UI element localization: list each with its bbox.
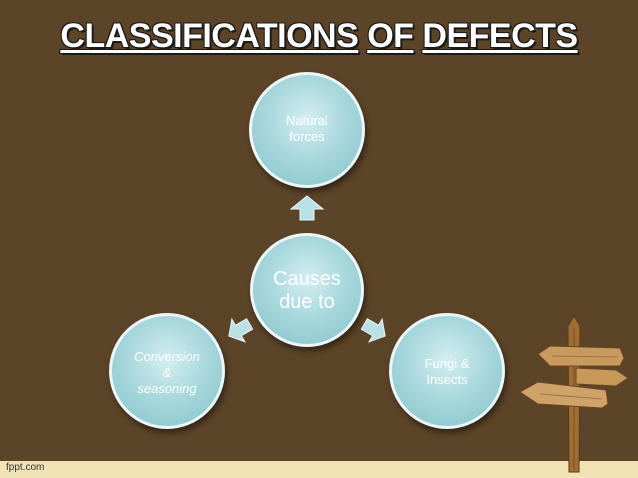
title-word-defects: DEFECTS [422, 17, 578, 55]
node-natural-forces-label: Natural forces [286, 113, 328, 144]
title-word-of: OF [367, 17, 414, 55]
node-fungi-insects: Fungi & Insects [389, 313, 505, 429]
title-word-classifications: CLASSIFICATIONS [60, 17, 359, 55]
slide-title: CLASSIFICATIONS OF DEFECTS [0, 17, 638, 56]
node-conversion-seasoning-label: Conversion & seasoning [134, 349, 200, 396]
arrow-left-down-icon [228, 317, 254, 343]
node-natural-forces: Natural forces [249, 72, 365, 188]
arrow-right-down-icon [360, 317, 386, 343]
node-causes-due-to-label: Causes due to [273, 268, 341, 313]
footer-bar [0, 461, 638, 478]
signpost-icon [519, 315, 629, 473]
footer-brand: fppt.com [6, 462, 45, 473]
arrow-up-icon [289, 195, 325, 221]
node-conversion-seasoning: Conversion & seasoning [109, 313, 225, 429]
node-fungi-insects-label: Fungi & Insects [424, 356, 470, 387]
node-causes-due-to: Causes due to [250, 233, 364, 347]
